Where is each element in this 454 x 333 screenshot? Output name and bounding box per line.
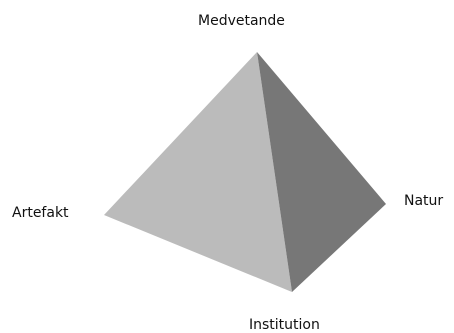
vertex-label-bottom: Institution	[249, 317, 320, 333]
vertex-label-right: Natur	[404, 193, 444, 209]
pyramid-right-face	[257, 52, 386, 292]
pyramid-left-face	[104, 52, 292, 292]
vertex-label-top: Medvetande	[198, 13, 285, 29]
vertex-label-left: Artefakt	[12, 205, 69, 221]
